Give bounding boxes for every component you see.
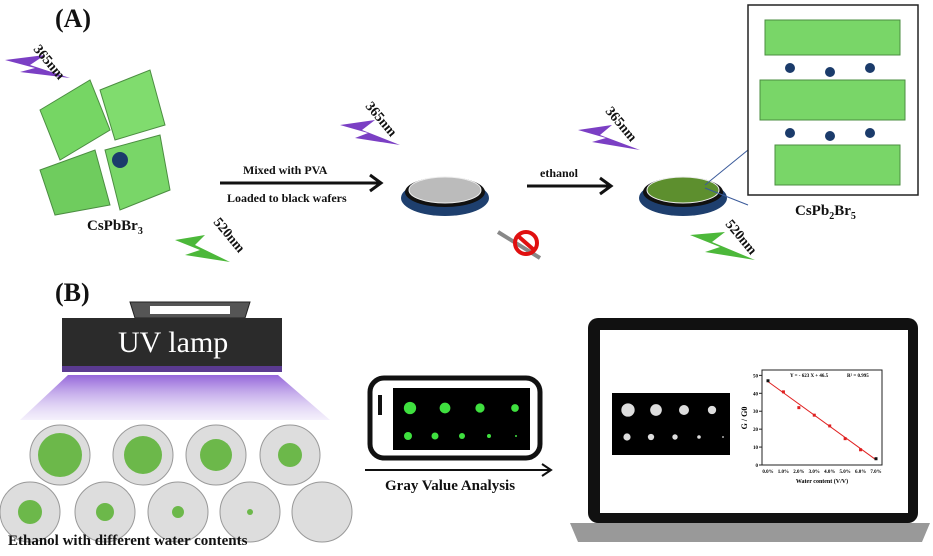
cspb2br5-structure — [747, 4, 919, 196]
gray-dot — [672, 434, 678, 440]
step2-label: ethanol — [540, 166, 579, 180]
formula-text: CsPb — [795, 203, 830, 219]
fit-line — [767, 381, 877, 461]
uv-lightning-icon — [5, 55, 70, 78]
data-point — [828, 424, 832, 428]
green-emission — [247, 509, 253, 515]
gray-dot — [623, 433, 631, 441]
cspbbr3-crystal — [39, 69, 171, 216]
formula-text: CsPbBr — [87, 218, 138, 234]
data-point — [874, 457, 878, 461]
green-emission — [124, 436, 162, 474]
green-dot — [403, 401, 417, 415]
x-tick-label: 7.0% — [870, 470, 881, 475]
phone — [367, 375, 543, 461]
panel-b-label: (B) — [55, 278, 90, 307]
green-emission — [200, 439, 232, 471]
green-lightning-icon — [690, 232, 755, 260]
green-dot — [515, 435, 517, 437]
step1-label-line2: Loaded to black wafers — [227, 191, 347, 205]
step1-label-line1: Mixed with PVA — [243, 163, 328, 177]
x-tick-label: 2.0% — [793, 470, 804, 475]
y-tick-label: 50 — [753, 374, 759, 379]
cspbbr3-label: CsPbBr3 — [87, 218, 143, 237]
analysis-label: Gray Value Analysis — [385, 478, 516, 494]
data-point — [812, 413, 816, 417]
green-emission — [278, 443, 302, 467]
fit-equation: Y = - 623 X + 46.5 — [790, 374, 829, 379]
y-axis-label: G / G0 — [740, 407, 749, 430]
gray-dot — [697, 435, 701, 439]
x-tick-label: 4.0% — [824, 470, 835, 475]
x-tick-label: 6.0% — [855, 470, 866, 475]
data-point — [781, 390, 785, 394]
x-tick-label: 1.0% — [778, 470, 789, 475]
wafer-gray — [401, 176, 489, 216]
data-point — [766, 379, 770, 383]
gray-dot — [650, 404, 662, 416]
x-tick-label: 0.0% — [762, 470, 773, 475]
gray-dot — [679, 405, 689, 415]
samples-caption: Ethanol with different water contents — [8, 533, 248, 549]
r-squared: R² = 0.995 — [847, 373, 869, 379]
green-dot — [475, 403, 485, 413]
x-tick-label: 5.0% — [840, 470, 851, 475]
formula-subscript: 5 — [850, 211, 856, 222]
sample-dish — [291, 481, 353, 543]
gray-dot — [707, 405, 717, 415]
y-tick-label: 10 — [753, 446, 759, 451]
formula-subscript: 3 — [137, 226, 143, 237]
green-dot — [487, 434, 491, 438]
green-emission — [18, 500, 42, 524]
formula-subscript: 2 — [829, 211, 835, 222]
green-dot — [459, 433, 465, 439]
data-point — [859, 448, 863, 452]
laptop — [570, 318, 930, 542]
formula-text: Br — [834, 203, 851, 219]
sample-dishes — [0, 424, 353, 543]
green-dot — [511, 404, 519, 412]
gray-dot — [621, 403, 635, 417]
green-emission — [96, 503, 114, 521]
data-point — [843, 437, 847, 441]
uv-lamp-label: UV lamp — [118, 326, 229, 359]
y-tick-label: 30 — [753, 410, 759, 415]
green-dot — [439, 402, 451, 414]
green-dot — [404, 432, 412, 440]
arrow-step1 — [220, 173, 384, 193]
uv-lightning-icon — [578, 125, 640, 150]
y-tick-label: 40 — [753, 392, 759, 397]
cspb2br5-label: CsPb2Br5 — [795, 203, 856, 222]
gray-dot — [647, 433, 655, 441]
panel-a-label: (A) — [55, 4, 92, 33]
green-emission — [172, 506, 184, 518]
gray-value-chart: 0 10 20 30 40 50 0.0% 1.0% 2.0% 3.0% 4.0% 5.0% 6.0% 7… — [740, 369, 883, 485]
uv-lightning-icon — [340, 120, 400, 145]
green-dot — [431, 432, 439, 440]
green-lightning-icon — [175, 235, 230, 262]
y-tick-label: 20 — [753, 428, 759, 433]
arrow-step2 — [527, 176, 614, 196]
green-emission — [38, 433, 82, 477]
uv-lamp — [20, 301, 330, 420]
y-tick-label: 0 — [756, 464, 759, 469]
gray-dot — [722, 436, 724, 438]
wafer-green — [639, 176, 727, 216]
x-axis-label: Water content (V/V) — [796, 478, 848, 485]
x-tick-label: 3.0% — [809, 470, 820, 475]
data-point — [797, 406, 801, 410]
arrow-analysis — [365, 463, 553, 477]
blocked-emission-icon — [496, 230, 542, 260]
